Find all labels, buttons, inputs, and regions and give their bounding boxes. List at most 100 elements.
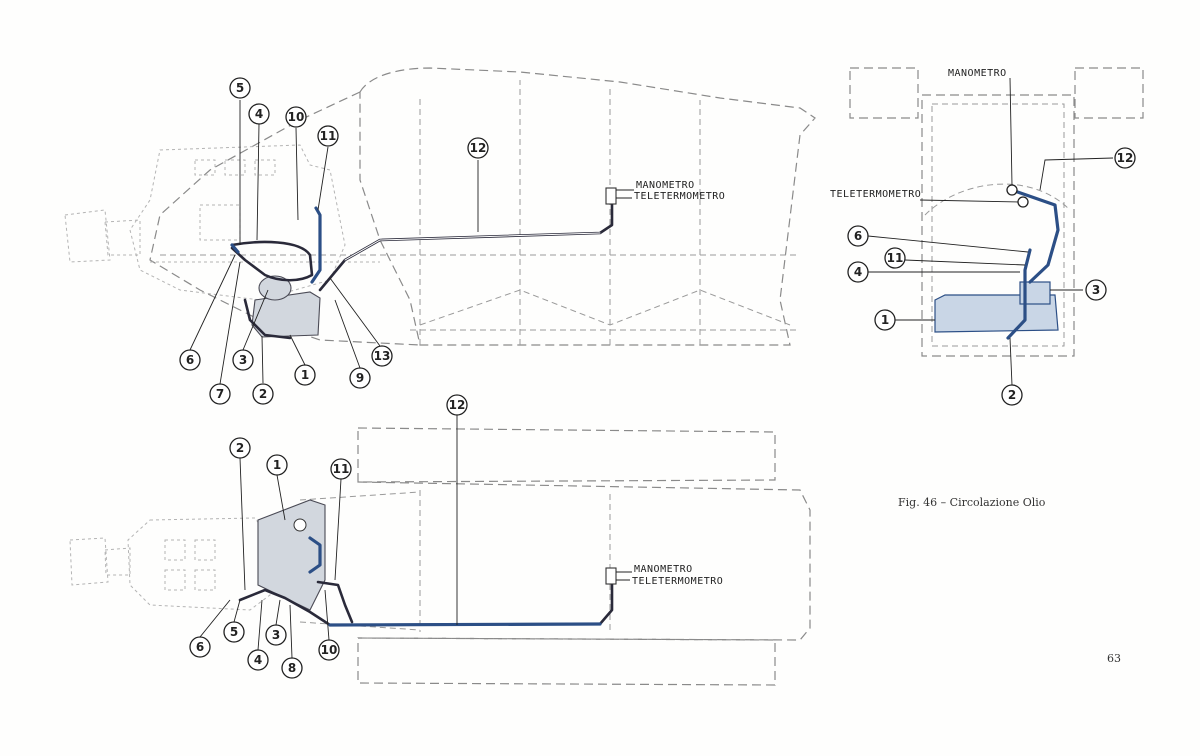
rear-oil-filter: [1019, 281, 1051, 305]
svg-text:10: 10: [321, 643, 338, 657]
top-callout-10: 10: [318, 639, 340, 661]
svg-text:5: 5: [230, 625, 238, 639]
oil-line-blue: [230, 206, 322, 284]
rear-body-outline: [921, 94, 1075, 357]
svg-text:3: 3: [239, 353, 247, 367]
top-callout-2: 2: [229, 437, 251, 459]
svg-text:2: 2: [1008, 388, 1016, 402]
oil-tank: [251, 291, 321, 338]
svg-text:1: 1: [273, 458, 281, 472]
side-callout-4: 4: [248, 103, 270, 125]
rear-wheels: [849, 67, 1144, 119]
svg-text:12: 12: [1117, 151, 1134, 165]
top-filler-cap: [293, 518, 307, 532]
svg-text:1: 1: [301, 368, 309, 382]
rear-label-manometro: MANOMETRO: [948, 68, 1007, 79]
top-view: MANOMETRO TELETERMOMETRO 12 2 1 11 6 5 4…: [69, 394, 811, 686]
top-oil-tank: [257, 499, 326, 611]
svg-text:5: 5: [236, 81, 244, 95]
oil-line-to-gauges: [318, 193, 614, 292]
callout-leaders: [189, 100, 479, 385]
rear-callout-4: 4: [847, 261, 869, 283]
side-label-manometro: MANOMETRO: [636, 180, 695, 191]
gauge-leaders: [616, 189, 634, 199]
side-view: MANOMETRO TELETERMOMETRO 5 4 10 11 12 6 …: [64, 67, 816, 405]
rear-arch: [924, 183, 1071, 216]
rear-label-teletermometro: TELETERMOMETRO: [830, 189, 921, 200]
side-callout-13: 13: [371, 345, 393, 367]
svg-text:9: 9: [356, 371, 364, 385]
top-frame: [299, 490, 611, 632]
svg-text:11: 11: [333, 462, 350, 476]
top-oil-line-blue: [328, 622, 602, 627]
side-callout-6: 6: [179, 349, 201, 371]
svg-text:2: 2: [236, 441, 244, 455]
svg-text:6: 6: [854, 229, 862, 243]
top-gauge-bracket: [605, 567, 617, 585]
top-callout-3: 3: [265, 624, 287, 646]
svg-text:1: 1: [881, 313, 889, 327]
top-engine-block: [127, 517, 271, 611]
frame-verticals: [419, 80, 701, 345]
rear-inner-outline: [931, 103, 1065, 347]
svg-text:4: 4: [254, 653, 262, 667]
top-callout-8: 8: [281, 657, 303, 679]
rear-callout-2: 2: [1001, 384, 1023, 406]
svg-text:6: 6: [196, 640, 204, 654]
svg-text:13: 13: [374, 349, 391, 363]
svg-text:12: 12: [470, 141, 487, 155]
rear-gauge-1: [1006, 184, 1018, 196]
frame-truss: [419, 289, 791, 326]
oil-line-engine: [230, 240, 314, 282]
svg-text:2: 2: [259, 387, 267, 401]
rear-leaders: [867, 77, 1114, 386]
svg-text:12: 12: [449, 398, 466, 412]
rear-callout-11: 11: [884, 247, 906, 269]
top-gearbox: [69, 537, 131, 586]
side-callout-2: 2: [252, 383, 274, 405]
top-wheels: [357, 427, 776, 686]
rear-gauge-2: [1017, 196, 1029, 208]
top-callout-5: 5: [223, 621, 245, 643]
top-callout-4: 4: [247, 649, 269, 671]
rear-view: MANOMETRO TELETERMOMETRO 12 6 11 4 3 1 2: [830, 67, 1144, 406]
side-callout-9: 9: [349, 367, 371, 389]
top-callout-12: 12: [446, 394, 468, 416]
side-callout-5: 5: [229, 77, 251, 99]
body-outline: [359, 67, 816, 346]
oil-filter: [258, 275, 292, 301]
top-callout-6: 6: [189, 636, 211, 658]
top-callout-11: 11: [330, 458, 352, 480]
side-callout-10: 10: [285, 106, 307, 128]
engine-block: [129, 144, 346, 301]
svg-text:11: 11: [887, 251, 904, 265]
rear-oil-line: [1006, 188, 1060, 340]
side-callout-11: 11: [317, 125, 339, 147]
svg-text:8: 8: [288, 661, 296, 675]
rear-callout-1: 1: [874, 309, 896, 331]
gauge-bracket: [605, 187, 617, 205]
top-label-manometro: MANOMETRO: [634, 564, 693, 575]
top-oil-line: [238, 573, 614, 627]
gearbox: [64, 209, 141, 263]
svg-text:4: 4: [255, 107, 263, 121]
rear-callout-3: 3: [1085, 279, 1107, 301]
svg-text:6: 6: [186, 353, 194, 367]
side-callout-12: 12: [467, 137, 489, 159]
top-oil-line-branch: [316, 580, 354, 624]
side-callout-1: 1: [294, 364, 316, 386]
figure-caption: Fig. 46 – Circolazione Olio: [898, 496, 1046, 509]
oil-line-highlight: [344, 232, 601, 261]
top-cylinders: [164, 539, 216, 591]
svg-text:10: 10: [288, 110, 305, 124]
side-callout-3: 3: [232, 349, 254, 371]
page-number: 63: [1107, 652, 1121, 665]
svg-text:7: 7: [216, 387, 224, 401]
top-label-teletermometro: TELETERMOMETRO: [632, 576, 723, 587]
svg-text:11: 11: [320, 129, 337, 143]
top-leaders: [199, 415, 458, 659]
svg-text:4: 4: [854, 265, 862, 279]
side-label-teletermometro: TELETERMOMETRO: [634, 191, 725, 202]
